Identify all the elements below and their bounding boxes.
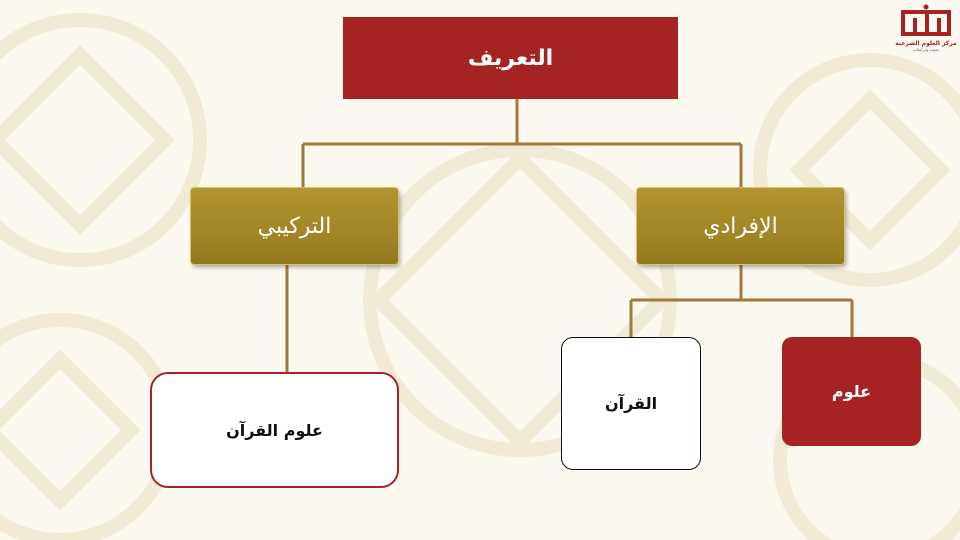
- root-node-definition: التعريف: [343, 17, 678, 99]
- logo-caption: مركز العلوم الشرعية: [895, 40, 957, 47]
- leaf-node-ulum: علوم: [782, 337, 921, 446]
- brand-logo: مركز العلوم الشرعية بحوث ودراسات: [895, 4, 957, 58]
- logo-mark-icon: [901, 4, 951, 36]
- branch-node-individual: الإفرادي: [637, 188, 844, 264]
- branch-label-individual: الإفرادي: [703, 213, 778, 239]
- branch-label-compositional: التركيبي: [257, 213, 332, 239]
- leaf-label-al-quran: القرآن: [604, 394, 658, 413]
- leaf-node-al-quran: القرآن: [561, 337, 701, 470]
- leaf-node-ulum-al-quran: علوم القرآن: [150, 372, 399, 488]
- root-label: التعريف: [467, 45, 554, 71]
- logo-subcaption: بحوث ودراسات: [913, 47, 939, 52]
- leaf-label-ulum-al-quran: علوم القرآن: [226, 420, 323, 440]
- leaf-label-ulum: علوم: [831, 382, 872, 401]
- branch-node-compositional: التركيبي: [191, 188, 398, 264]
